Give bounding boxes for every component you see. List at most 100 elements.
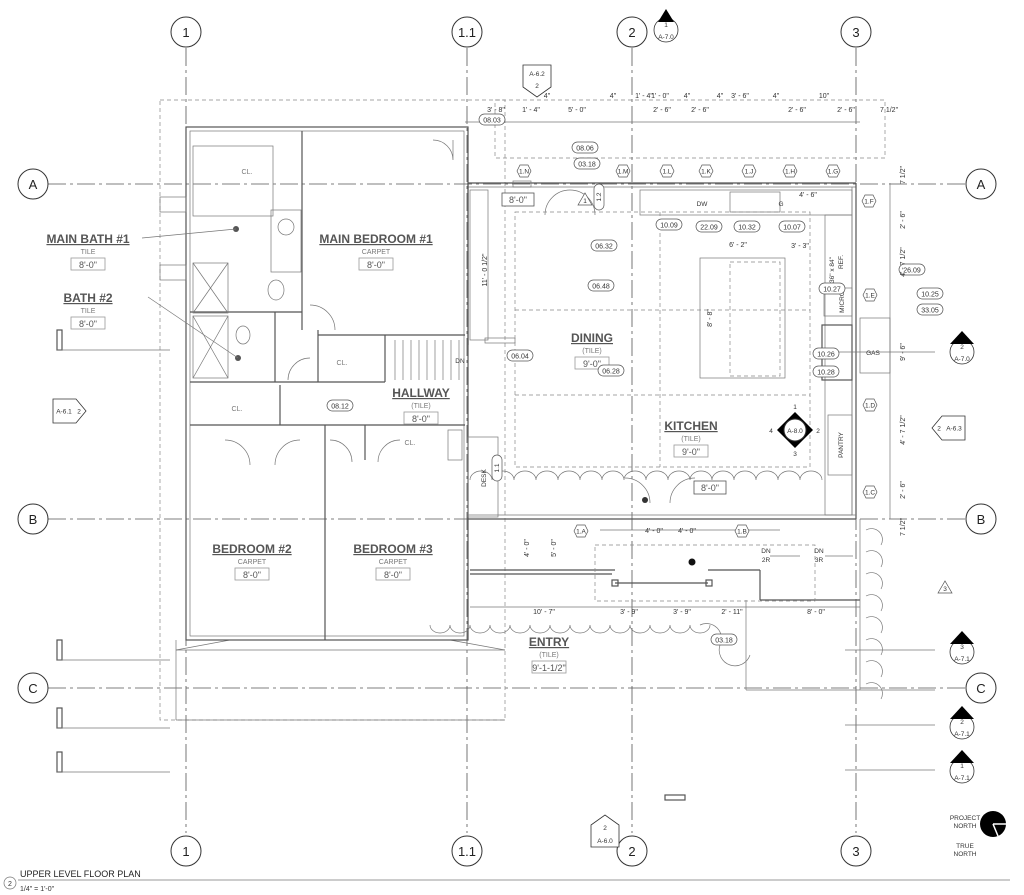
section-marker <box>931 415 966 441</box>
cabinet <box>469 189 489 341</box>
keynote-bubble <box>898 263 926 276</box>
room-finish: CARPET <box>362 249 391 256</box>
section-marker <box>590 814 620 848</box>
ceiling-height: 8'-0" <box>79 260 97 270</box>
grid-bubble <box>965 503 997 535</box>
section-cut-mark <box>56 751 63 773</box>
grid-label-top: 1 <box>182 25 189 40</box>
dimension-kitchen: 8' - 8" <box>707 309 714 327</box>
plan-scale: 1/4" = 1'-0" <box>20 886 55 893</box>
dimension-entry: 8' - 0" <box>807 609 825 616</box>
window-tag-label: 1.E <box>865 293 875 300</box>
door-tag-label: 1.2 <box>596 192 603 201</box>
keynote-label: 10.26 <box>817 352 835 359</box>
grid-label-top: 2 <box>628 25 635 40</box>
grid-row-label: C <box>976 681 985 696</box>
room-name: BATH #2 <box>63 291 112 305</box>
window-tag-label: 1.J <box>745 169 754 176</box>
room-finish: (TILE) <box>681 436 700 443</box>
window-tag-label: 1.C <box>865 490 875 497</box>
room-name: MAIN BEDROOM #1 <box>319 232 433 246</box>
window-tag-label: 1.K <box>701 169 711 176</box>
section-number: 2 <box>603 825 607 832</box>
keynote-label: 03.18 <box>715 638 733 645</box>
wall-line <box>175 639 231 651</box>
dimension-kitchen: 4' - 6" <box>799 192 817 199</box>
wall-line <box>192 262 229 314</box>
keynote-label: 06.04 <box>511 354 529 361</box>
ceiling-height: 8'-0" <box>412 414 430 424</box>
section-sheet: A-7.0 <box>954 356 970 363</box>
dimension-entry: 4' - 0" <box>678 528 696 535</box>
interior-face <box>189 130 465 637</box>
section-sheet: A-6.2 <box>529 71 545 78</box>
section-sheet: A-6.0 <box>597 838 613 845</box>
elevation-arrow <box>950 631 974 644</box>
dimension-top: 10" <box>819 93 830 100</box>
dimension-entry: 10' - 7" <box>533 609 555 616</box>
section-sheet: A-7.1 <box>954 656 970 663</box>
room-finish: TILE <box>81 249 96 256</box>
window-tag-label: 1.H <box>785 169 795 176</box>
door-swing <box>432 139 454 161</box>
ceiling-height: 8'-0" <box>367 260 385 270</box>
dishwasher-label: DW <box>697 201 709 208</box>
elevation-number: 4 <box>769 428 773 435</box>
ceiling-height-box <box>70 257 106 271</box>
desk-label: DESK <box>481 468 488 486</box>
sink <box>277 218 295 236</box>
dimension-right: 2' - 6" <box>900 481 907 499</box>
refrigerator-label: REF. <box>838 255 845 269</box>
revision-delta <box>577 192 593 206</box>
dimension-entry: 4' - 0" <box>524 539 531 557</box>
door-swing <box>287 357 311 381</box>
dimension-right: 7 1/2" <box>900 517 907 536</box>
window-tag <box>861 194 877 208</box>
interior-elevation-sheet: A-8.0 <box>787 428 803 435</box>
window-tag <box>734 524 750 538</box>
section-cut-mark <box>664 794 686 801</box>
toilet <box>267 279 285 301</box>
closet-label: CL. <box>405 440 416 447</box>
refrigerator-size: 36" x 84" <box>829 256 836 283</box>
dimension-top: 4" <box>773 93 780 100</box>
window-tag <box>825 164 841 178</box>
dimension-top: 2' - 6" <box>837 107 855 114</box>
keynote-label: 10.07 <box>783 225 801 232</box>
toilet <box>235 325 251 345</box>
stair-down-label: DN <box>814 548 824 555</box>
room-finish: (TILE) <box>411 403 430 410</box>
project-north-label: PROJECT <box>950 815 980 822</box>
dimension-top: 2' - 6" <box>653 107 671 114</box>
keynote-bubble <box>478 113 506 126</box>
stair-down-label: DN <box>455 358 465 365</box>
ceiling-height: 9'-0" <box>682 447 700 457</box>
keynote-bubble <box>573 157 601 170</box>
keynote-bubble <box>812 347 840 360</box>
leader-dot <box>642 497 648 503</box>
elevation-arrow <box>950 706 974 719</box>
closet-shelf <box>447 429 463 461</box>
ceiling-height-box <box>501 192 535 207</box>
keynote-bubble <box>587 279 615 292</box>
brick-vent <box>159 196 187 213</box>
keynote-bubble <box>590 239 618 252</box>
roof-outline <box>494 99 886 159</box>
grid-bubble <box>616 835 648 867</box>
dimension-right: 4' - 7 1/2" <box>900 247 907 277</box>
interior-elevation-bubble <box>783 418 807 442</box>
door-swing <box>224 439 401 466</box>
keynote-label: 26.09 <box>903 268 921 275</box>
room-finish: CARPET <box>379 559 408 566</box>
grid-row-label: B <box>29 512 38 527</box>
keynote-bubble <box>916 303 944 316</box>
room-name: BEDROOM #3 <box>353 542 433 556</box>
grid-bubble <box>170 16 202 48</box>
closet-label: CL. <box>232 406 243 413</box>
grid-bubble <box>17 503 49 535</box>
revision-number: 1 <box>583 198 587 205</box>
keynote-label: 08.06 <box>576 146 594 153</box>
room-name: KITCHEN <box>664 419 717 433</box>
